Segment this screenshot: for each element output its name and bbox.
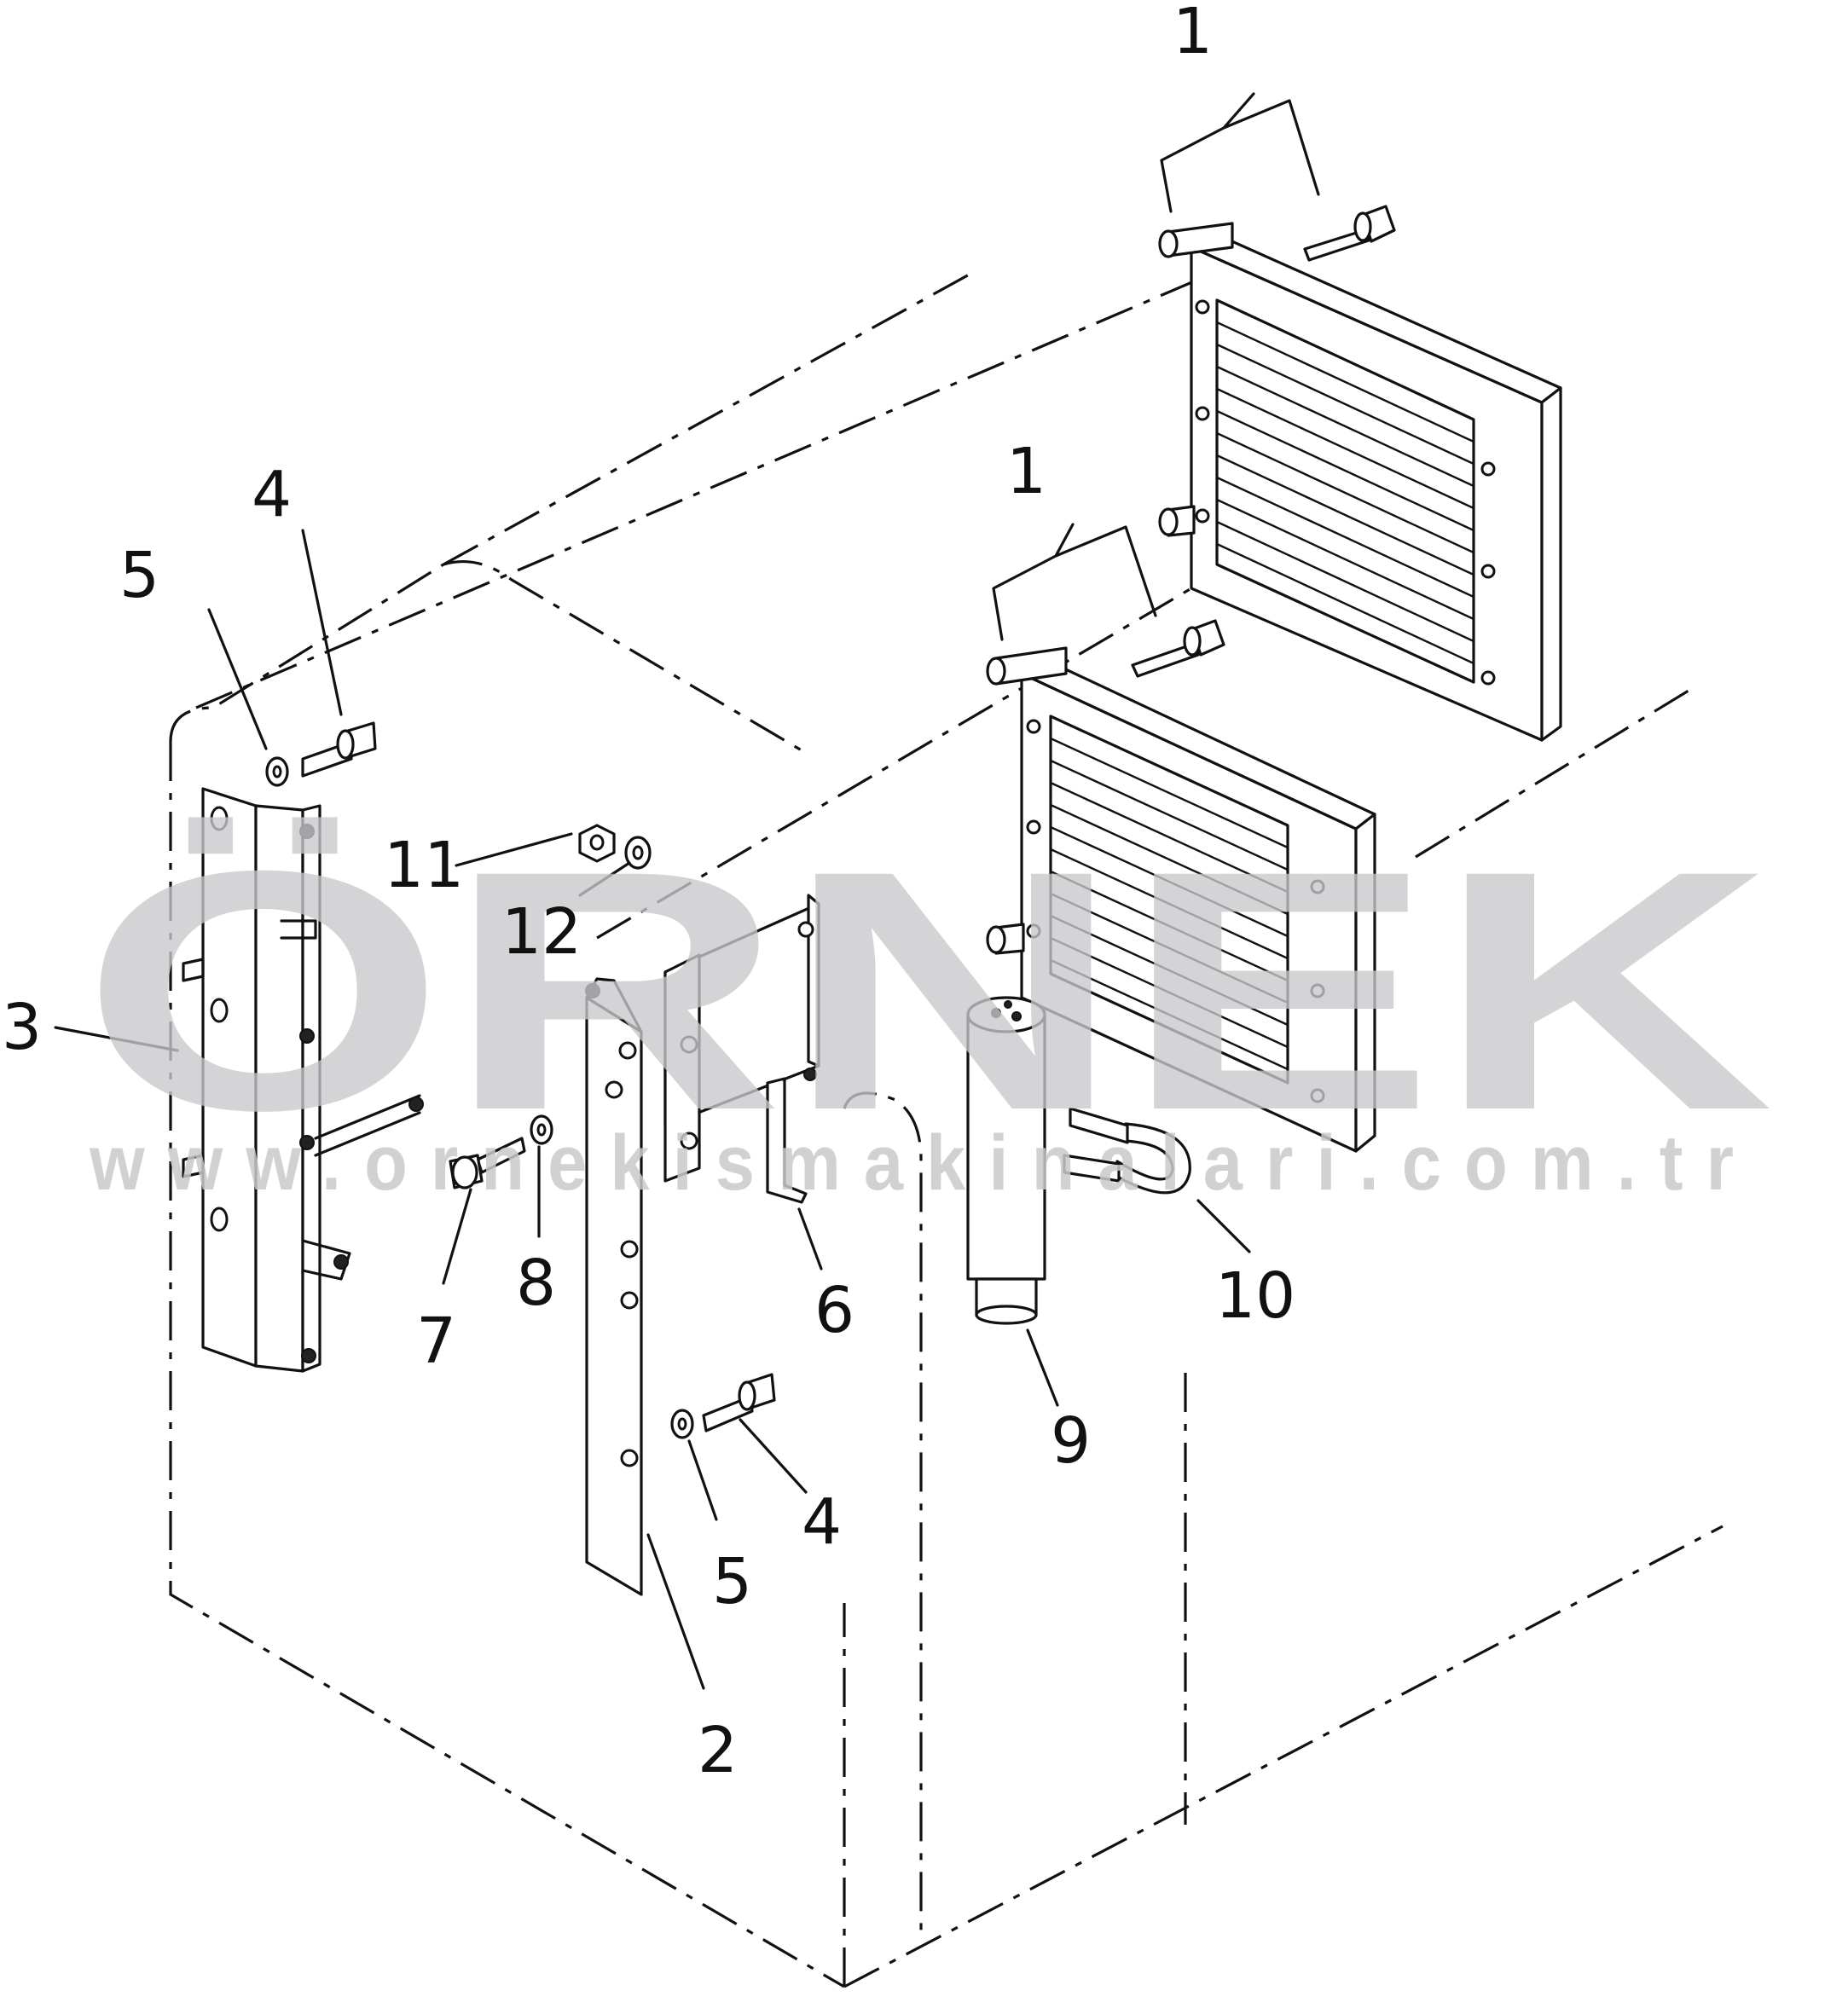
condenser-bolt-lower (1131, 619, 1225, 678)
callout-2: 2 (698, 1714, 738, 1787)
callout-4-upper: 4 (252, 458, 292, 531)
callout-5-lower: 5 (712, 1545, 752, 1618)
leader-lines (54, 92, 1320, 1690)
watermark-logo: ÖRNEK (81, 800, 1774, 1181)
bolt-part-4-lower (702, 1373, 776, 1432)
bolt-part-7 (449, 1137, 526, 1189)
watermark-url: www.ornekismakinalari.com.tr (89, 1120, 1757, 1207)
callouts: 1 1 2 3 4 4 5 5 6 7 8 9 10 11 12 (2, 0, 1295, 1787)
callout-11: 11 (384, 829, 464, 902)
callout-1-upper: 1 (1173, 0, 1213, 68)
callout-12: 12 (501, 895, 582, 969)
callout-9: 9 (1051, 1404, 1091, 1478)
watermark: ÖRNEK www.ornekismakinalari.com.tr (81, 800, 1774, 1207)
condenser-lower (986, 646, 1376, 1153)
nut-part-11 (578, 824, 616, 863)
callout-4-lower: 4 (802, 1485, 842, 1559)
washer-part-5-upper (265, 756, 289, 787)
callout-1-lower: 1 (1006, 435, 1046, 508)
washer-part-12 (624, 836, 652, 870)
condenser-upper (1158, 222, 1562, 742)
callout-10: 10 (1215, 1259, 1295, 1333)
washer-part-5-lower (670, 1409, 694, 1439)
cab-phantom-outline (169, 271, 1723, 1988)
receiver-drier-part-9 (966, 996, 1046, 1325)
callout-3: 3 (2, 991, 42, 1064)
condenser-bolt-upper (1303, 205, 1396, 262)
bracket-part-3 (182, 787, 424, 1373)
bar-part-2 (585, 977, 643, 1596)
callout-7: 7 (416, 1305, 456, 1378)
callout-5-upper: 5 (119, 539, 159, 612)
hose-part-10 (1063, 1107, 1191, 1195)
bolt-part-4-upper (301, 721, 377, 778)
mounting-plate-part-6 (663, 894, 820, 1204)
callout-6: 6 (814, 1274, 854, 1347)
washer-part-8 (530, 1114, 553, 1145)
callout-8: 8 (516, 1247, 556, 1320)
